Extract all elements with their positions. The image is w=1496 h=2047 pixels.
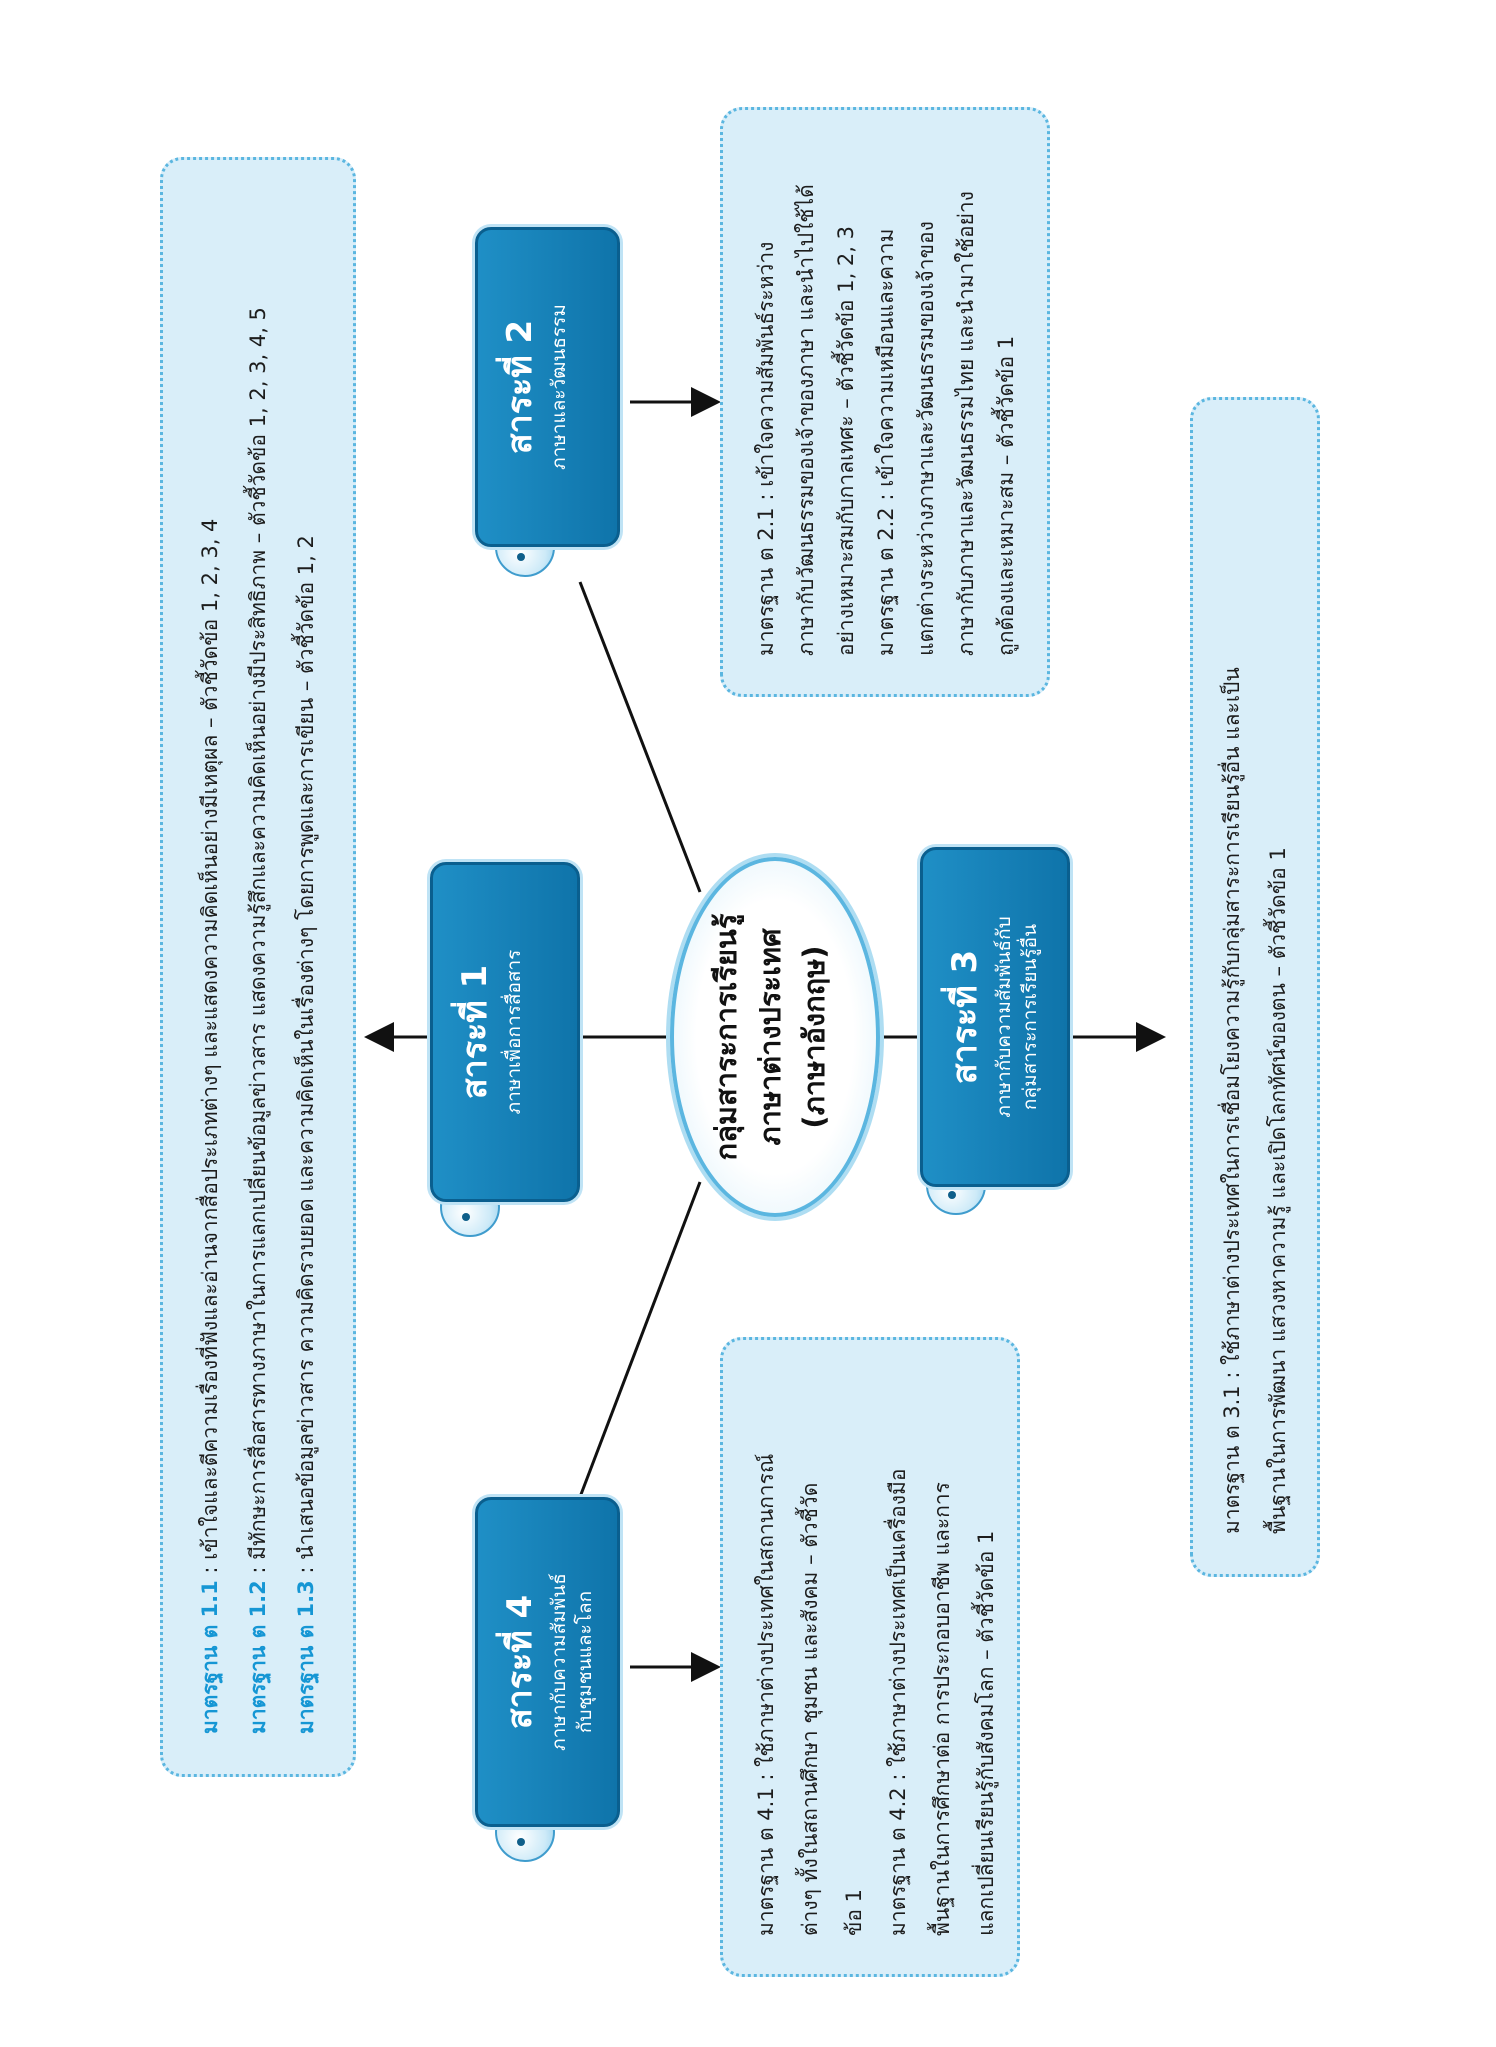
standard-1-1: มาตรฐาน ต 1.1 : เข้าใจและตีความเรื่องที่…	[198, 518, 222, 1734]
strand-2-title: สาระที่ 2	[500, 319, 540, 455]
standard-2-line2: ภาษากับวัฒนธรรมของเจ้าของภาษา และนำไปใช้…	[794, 184, 818, 656]
strand-1-title: สาระที่ 1	[455, 964, 495, 1100]
strand-2-subtitle: ภาษาและวัฒนธรรม	[548, 304, 570, 470]
strand-1-card: สาระที่ 1 ภาษาเพื่อการสื่อสาร	[430, 862, 580, 1202]
strand-3-subtitle-2: กลุ่มสาระการเรียนรู้อื่น	[1019, 923, 1041, 1111]
line-to-strand2	[578, 581, 702, 893]
standard-2-line1: มาตรฐาน ต 2.1 : เข้าใจความสัมพันธ์ระหว่า…	[754, 241, 778, 656]
standard-1-2: มาตรฐาน ต 1.2 : มีทักษะการสื่อสารทางภาษา…	[246, 307, 270, 1734]
standard-3-1-line2: พื้นฐานในการพัฒนา แสวงหาความรู้ และเปิดโ…	[1266, 847, 1290, 1534]
standard-1-3: มาตรฐาน ต 1.3 : นำเสนอข้อมูลข่าวสาร ความ…	[294, 535, 318, 1734]
standard-3-1-line1: มาตรฐาน ต 3.1 : ใช้ภาษาต่างประเทศในการเช…	[1220, 667, 1244, 1534]
standard-2-line4: มาตรฐาน ต 2.2 : เข้าใจความเหมือนและความ	[874, 228, 898, 656]
learning-area-subtitle-2: (ภาษาอังกฤษ)	[797, 945, 831, 1129]
standard-2-line7: ถูกต้องและเหมาะสม – ตัวชี้วัดข้อ 1	[994, 335, 1018, 656]
line-to-strand4	[578, 1181, 702, 1498]
standard-4-line6: แลกเปลี่ยนเรียนรู้กับสังคมโลก – ตัวชี้วั…	[974, 1530, 998, 1936]
standards-box-strand4: มาตรฐาน ต 4.1 : ใช้ภาษาต่างประเทศในสถานก…	[720, 1337, 1020, 1977]
standard-4-line5: พื้นฐานในการศึกษาต่อ การประกอบอาชีพ และก…	[930, 1482, 954, 1936]
standard-2-line6: ภาษากับภาษาและวัฒนธรรมไทย และนำมาใช้อย่า…	[954, 191, 978, 656]
standard-2-line3: อย่างเหมาะสมกับกาลเทศะ – ตัวชี้วัดข้อ 1,…	[834, 226, 858, 656]
standards-box-strand1: มาตรฐาน ต 1.1 : เข้าใจและตีความเรื่องที่…	[160, 157, 356, 1777]
standard-4-line1: มาตรฐาน ต 4.1 : ใช้ภาษาต่างประเทศในสถานก…	[754, 1453, 778, 1936]
standard-4-line3: ข้อ 1	[842, 1888, 866, 1936]
standards-box-strand3: มาตรฐาน ต 3.1 : ใช้ภาษาต่างประเทศในการเช…	[1190, 397, 1320, 1577]
learning-area-title: กลุ่มสาระการเรียนรู้	[709, 913, 743, 1161]
strand-3-subtitle: ภาษากับความสัมพันธ์กับ	[993, 916, 1015, 1118]
strand-4-card: สาระที่ 4 ภาษากับความสัมพันธ์ กับชุมชนแล…	[475, 1497, 620, 1827]
strand-1-subtitle: ภาษาเพื่อการสื่อสาร	[503, 949, 525, 1115]
learning-area-oval: กลุ่มสาระการเรียนรู้ ภาษาต่างประเทศ (ภาษ…	[670, 857, 880, 1217]
learning-area-subtitle: ภาษาต่างประเทศ	[753, 928, 787, 1146]
strand-3-card: สาระที่ 3 ภาษากับความสัมพันธ์กับ กลุ่มสา…	[920, 847, 1070, 1187]
strand-4-subtitle: ภาษากับความสัมพันธ์	[548, 1573, 570, 1751]
strand-2-card: สาระที่ 2 ภาษาและวัฒนธรรม	[475, 227, 620, 547]
standard-2-line5: แตกต่างระหว่างภาษาและวัฒนธรรมของเจ้าของ	[914, 221, 938, 656]
strand-4-subtitle-2: กับชุมชนและโลก	[574, 1590, 596, 1734]
standard-4-line2: ต่างๆ ทั้งในสถานศึกษา ชุมชน และสังคม – ต…	[798, 1482, 822, 1936]
strand-4-title: สาระที่ 4	[500, 1594, 540, 1730]
strand-3-title: สาระที่ 3	[945, 949, 985, 1085]
standard-4-line4: มาตรฐาน ต 4.2 : ใช้ภาษาต่างประเทศเป็นเคร…	[886, 1468, 910, 1937]
standards-box-strand2: มาตรฐาน ต 2.1 : เข้าใจความสัมพันธ์ระหว่า…	[720, 107, 1050, 697]
